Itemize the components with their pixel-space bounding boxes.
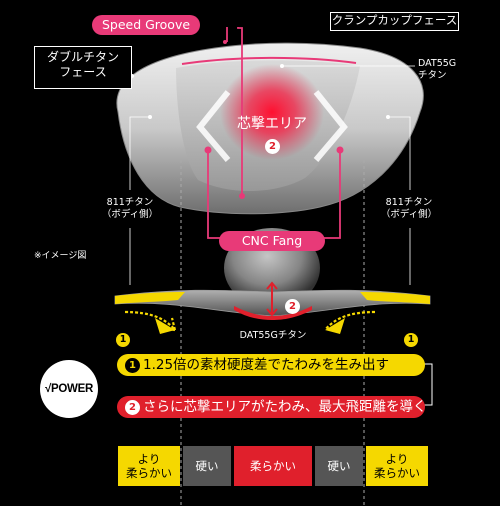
- ti811-right-label: 811チタン （ボディ側）: [380, 197, 438, 220]
- image-note: ※イメージ図: [34, 251, 87, 261]
- arrow-right: [324, 310, 376, 331]
- arrow-left-fill: [155, 318, 175, 334]
- double-titanium-face-label: ダブルチタン フェース: [34, 46, 132, 89]
- cross-section-number: 2: [285, 299, 300, 314]
- flex-arrow: [266, 281, 278, 317]
- arrow-left-number: 1: [116, 333, 130, 347]
- ti811-right-leader: [388, 116, 411, 190]
- left-chevron: [196, 90, 231, 162]
- zone-cell: 柔らかい: [234, 446, 312, 486]
- dat55g-bottom-label: DAT55Gチタン: [239, 330, 307, 341]
- speed-groove-label: Speed Groove: [92, 15, 200, 35]
- zone-cell: 硬い: [183, 446, 231, 486]
- speed-groove-leader: [226, 27, 243, 196]
- ti811-left-label: 811チタン （ボディ側）: [101, 197, 159, 220]
- power-bracket: [420, 363, 433, 406]
- cnc-fang-label: CNC Fang: [219, 231, 325, 251]
- cross-section-yellow-left: [115, 292, 185, 304]
- zone-cell: より 柔らかい: [118, 446, 180, 486]
- zone-cell: より 柔らかい: [366, 446, 428, 486]
- right-chevron: [313, 90, 348, 162]
- sweet-area-number: 2: [265, 139, 280, 154]
- cross-section-red: [234, 306, 312, 320]
- cross-section-yellow-right: [360, 292, 430, 304]
- banner-1-number: 1: [125, 358, 140, 373]
- arrow-right-fill: [325, 318, 345, 334]
- dat55g-top-label: DAT55G チタン: [418, 58, 457, 81]
- groove-dot-1: [223, 40, 227, 44]
- clamp-cup-face-label: クランプカップフェース: [330, 12, 459, 31]
- banner-2-text: さらに芯撃エリアがたわみ、最大飛距離を導く: [143, 399, 427, 415]
- power-logo: √POWER: [40, 360, 98, 418]
- zone-cell: 硬い: [315, 446, 363, 486]
- arrow-right-number: 1: [404, 333, 418, 347]
- ti811-left-leader: [129, 116, 150, 190]
- speed-groove-line: [181, 56, 357, 65]
- sweet-area-glow: [220, 64, 324, 160]
- sweet-area-label: 芯撃エリア: [237, 116, 307, 132]
- banner-1-text: 1.25倍の素材硬度差でたわみを生み出す: [143, 357, 390, 373]
- banner-2-number: 2: [125, 400, 140, 415]
